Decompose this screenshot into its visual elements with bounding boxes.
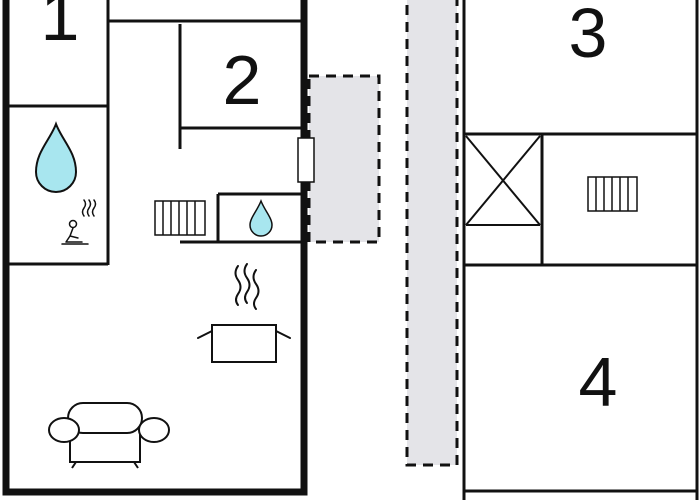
water-drop-icon	[34, 121, 78, 193]
left-interior-walls	[6, 0, 304, 266]
terrace-area	[307, 74, 381, 244]
sauna-icon	[61, 199, 97, 245]
stairs-icon	[465, 135, 541, 226]
right-building-walls	[462, 0, 699, 500]
room-number-3: 3	[569, 0, 608, 72]
room-number-2: 2	[223, 41, 262, 119]
door-icon	[297, 137, 315, 183]
room-number-1: 1	[41, 0, 80, 55]
radiator-icon	[587, 176, 638, 212]
radiator-icon	[154, 200, 206, 236]
room-number-4: 4	[579, 343, 618, 421]
cooking-pot-icon	[197, 263, 291, 363]
left-building-walls	[2, 0, 308, 496]
sofa-icon	[48, 402, 170, 469]
water-drop-icon	[249, 198, 273, 237]
corridor-area	[405, 0, 459, 467]
